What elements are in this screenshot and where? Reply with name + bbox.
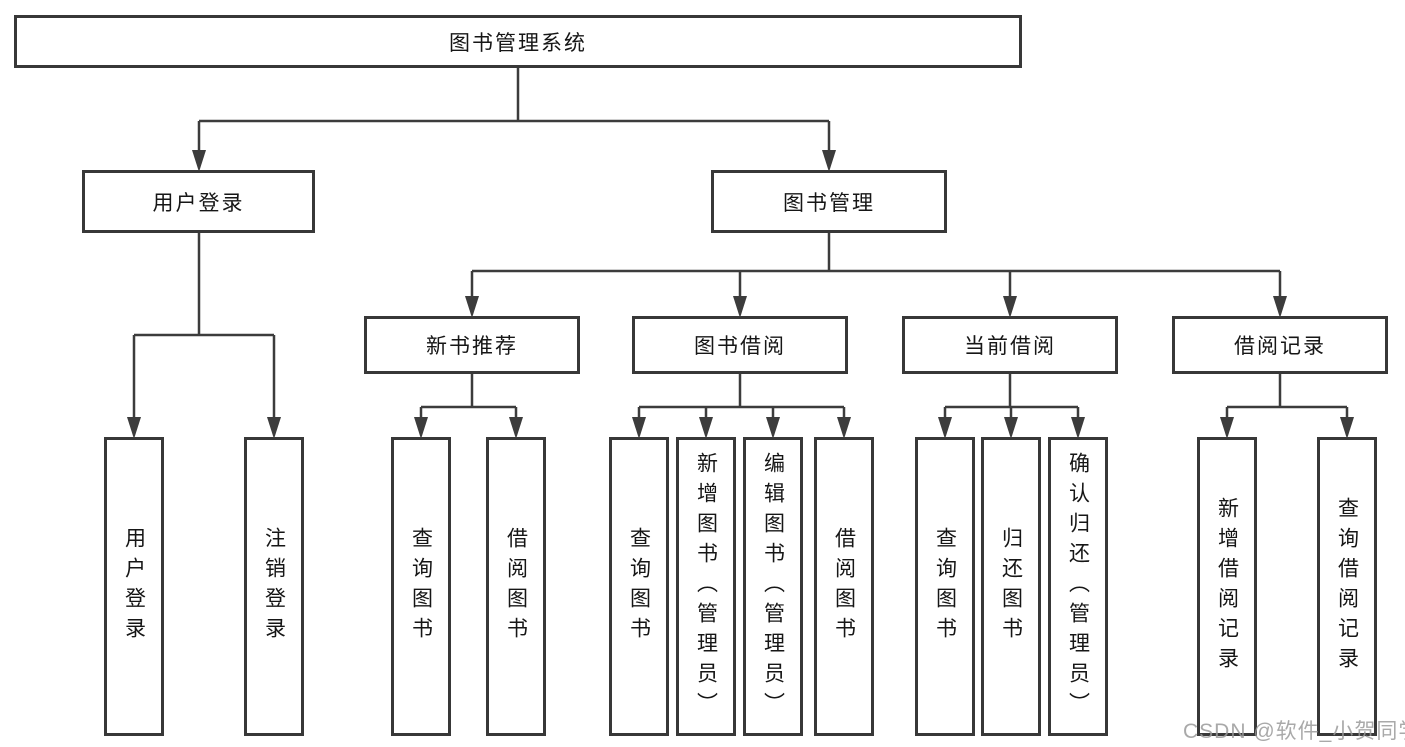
connector-root-to-level2 xyxy=(197,68,831,164)
arrow-down-icon xyxy=(1003,296,1017,318)
node-label: 新书推荐 xyxy=(426,335,518,358)
arrow-down-icon xyxy=(837,417,851,439)
leaf-label: 注销登录 xyxy=(262,526,286,647)
node-book-management: 图书管理 xyxy=(711,170,947,233)
node-label: 图书借阅 xyxy=(694,335,786,358)
arrow-down-icon xyxy=(1071,417,1085,439)
leaf-borrow-books-recommend: 借阅图书 xyxy=(486,437,546,736)
leaf-user-login: 用户登录 xyxy=(104,437,164,736)
arrow-down-icon xyxy=(1004,417,1018,439)
leaf-label: 查询图书 xyxy=(627,526,651,647)
node-borrow-records: 借阅记录 xyxy=(1172,316,1388,374)
arrow-down-icon xyxy=(192,150,206,172)
leaf-add-book-admin: 新增图书（管理员） xyxy=(676,437,736,736)
leaf-label: 用户登录 xyxy=(122,526,146,647)
leaf-borrow-books: 借阅图书 xyxy=(814,437,874,736)
leaf-edit-book-admin: 编辑图书（管理员） xyxy=(743,437,803,736)
leaf-confirm-return-admin: 确认归还（管理员） xyxy=(1048,437,1108,736)
leaf-label: 借阅图书 xyxy=(504,526,528,647)
arrow-down-icon xyxy=(1273,296,1287,318)
arrow-down-icon xyxy=(1220,417,1234,439)
connector-user-login-to-leaves xyxy=(132,233,276,431)
connector-book-borrow-to-leaves xyxy=(637,374,846,431)
leaf-label: 归还图书 xyxy=(999,526,1023,647)
arrow-down-icon xyxy=(699,417,713,439)
leaf-query-books-recommend: 查询图书 xyxy=(391,437,451,736)
leaf-label: 新增图书（管理员） xyxy=(694,451,718,722)
arrow-down-icon xyxy=(127,417,141,439)
watermark-text: CSDN @软件_小贺同学 xyxy=(1183,720,1405,743)
leaf-label: 确认归还（管理员） xyxy=(1066,451,1090,722)
connector-book-management-to-level3 xyxy=(470,233,1282,310)
arrow-down-icon xyxy=(733,296,747,318)
arrow-down-icon xyxy=(1340,417,1354,439)
leaf-label: 编辑图书（管理员） xyxy=(761,451,785,722)
leaf-query-borrow-record: 查询借阅记录 xyxy=(1317,437,1377,736)
arrow-down-icon xyxy=(766,417,780,439)
leaf-label: 查询图书 xyxy=(409,526,433,647)
arrow-down-icon xyxy=(509,417,523,439)
connector-borrow-records-to-leaves xyxy=(1225,374,1349,431)
leaf-logout: 注销登录 xyxy=(244,437,304,736)
connector-paths xyxy=(132,68,1349,431)
node-label: 图书管理 xyxy=(783,191,875,215)
arrow-down-icon xyxy=(632,417,646,439)
node-label: 当前借阅 xyxy=(964,335,1056,358)
leaf-add-borrow-record: 新增借阅记录 xyxy=(1197,437,1257,736)
node-current-borrow: 当前借阅 xyxy=(902,316,1118,374)
node-root-system: 图书管理系统 xyxy=(14,15,1022,68)
arrow-down-icon xyxy=(267,417,281,439)
connector-new-book-to-leaves xyxy=(419,374,518,431)
leaf-label: 新增借阅记录 xyxy=(1215,496,1239,677)
arrow-down-icon xyxy=(414,417,428,439)
leaf-query-books-current: 查询图书 xyxy=(915,437,975,736)
arrow-down-icon xyxy=(465,296,479,318)
connector-current-borrow-to-leaves xyxy=(943,374,1080,431)
node-user-login: 用户登录 xyxy=(82,170,315,233)
leaf-label: 查询图书 xyxy=(933,526,957,647)
leaf-query-books-borrow: 查询图书 xyxy=(609,437,669,736)
node-label: 用户登录 xyxy=(152,191,245,215)
node-new-book-recommend: 新书推荐 xyxy=(364,316,580,374)
node-book-borrow: 图书借阅 xyxy=(632,316,848,374)
leaf-return-book: 归还图书 xyxy=(981,437,1041,736)
leaf-label: 查询借阅记录 xyxy=(1335,496,1359,677)
node-label: 图书管理系统 xyxy=(449,31,587,55)
arrow-down-icon xyxy=(938,417,952,439)
node-label: 借阅记录 xyxy=(1234,335,1326,358)
arrow-down-icon xyxy=(822,150,836,172)
leaf-label: 借阅图书 xyxy=(832,526,856,647)
